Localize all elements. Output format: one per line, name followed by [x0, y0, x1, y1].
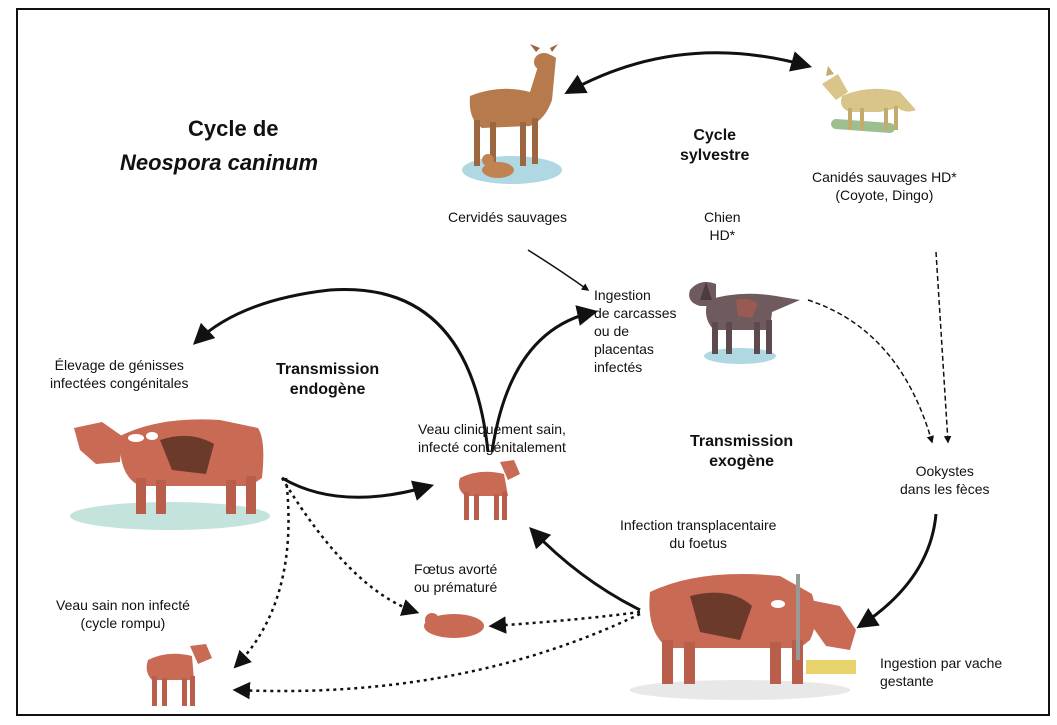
- infected-calf-illustration: [459, 460, 520, 520]
- coyote-illustration: [822, 66, 916, 130]
- arrow-heifer-calf: [282, 478, 430, 497]
- pregnant-cow-illustration: [630, 574, 856, 700]
- dog-illustration: [689, 282, 800, 364]
- arrow-dog-oocysts: [808, 300, 932, 442]
- arrow-coyote-oocysts: [936, 252, 948, 442]
- cervides-label: Cervidés sauvages: [448, 208, 567, 226]
- veau-infecte-label: Veau cliniquement sain,infecté congénita…: [418, 420, 566, 456]
- heifer-cow-illustration: [70, 419, 270, 530]
- arrow-heifer-healthy-calf: [236, 478, 289, 666]
- canides-label: Canidés sauvages HD*(Coyote, Dingo): [812, 168, 957, 204]
- title-line2: Neospora caninum: [120, 150, 318, 176]
- healthy-calf-illustration: [147, 644, 212, 706]
- title-line1: Cycle de: [188, 116, 279, 142]
- deer-illustration: [462, 44, 562, 184]
- arrow-deer-ingestion: [528, 250, 588, 290]
- arrow-deer-coyote: [568, 53, 808, 92]
- arrow-cow-foetus: [492, 612, 640, 626]
- arrow-oocysts-cow: [860, 514, 936, 626]
- veau-non-infecte-label: Veau sain non infecté(cycle rompu): [56, 596, 190, 632]
- foetus-illustration: [424, 613, 484, 638]
